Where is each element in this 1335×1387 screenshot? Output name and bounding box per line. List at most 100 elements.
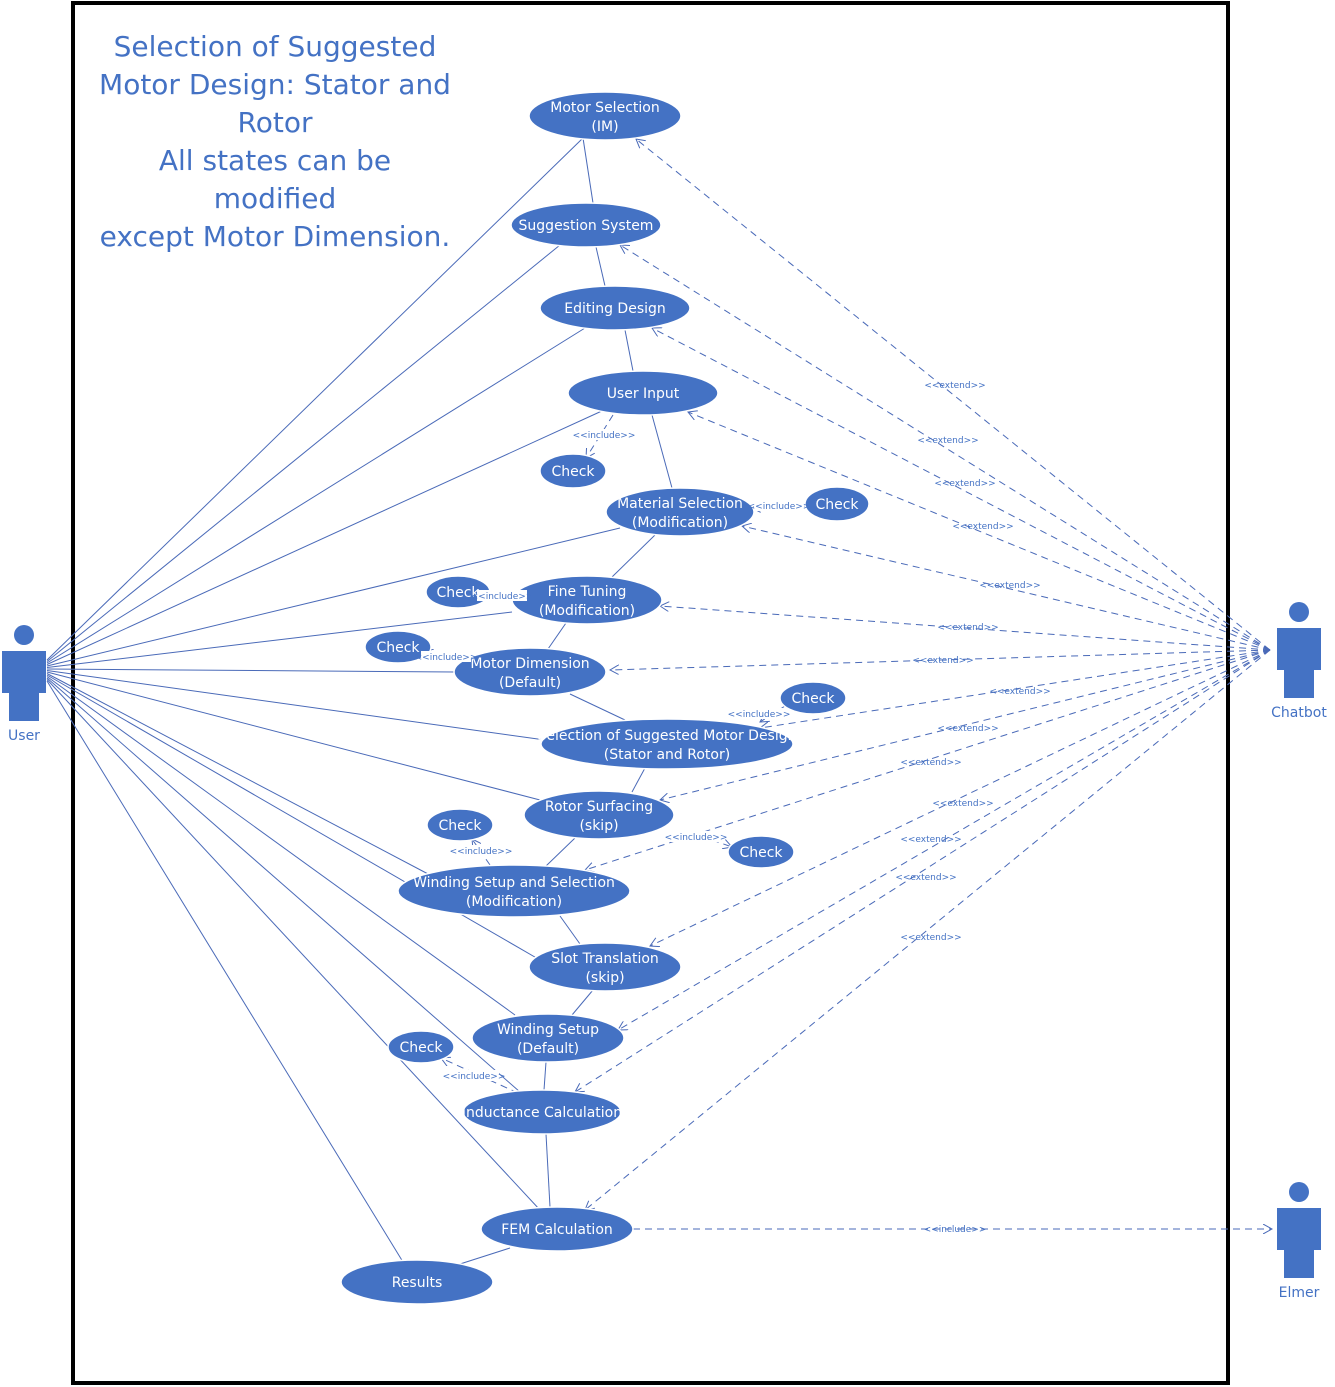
extend-label: <<extend>>: [895, 873, 956, 883]
title-line: All states can be modified: [158, 144, 392, 215]
use-case-label: (Default): [517, 1041, 579, 1057]
use-case-ui[interactable]: User Input: [567, 370, 719, 416]
use-case-rs[interactable]: Rotor Surfacing(skip): [523, 790, 675, 840]
extend-relation: [618, 649, 1271, 1030]
actor-elmer[interactable]: Elmer: [1277, 1182, 1321, 1301]
use-case-ellipse: [510, 202, 662, 248]
extend-label: <<extend>>: [912, 656, 973, 666]
include-label: <<include>>: [924, 1225, 987, 1235]
use-case-ws[interactable]: Winding Setup (Default): [471, 1013, 625, 1063]
use-case-label: User Input: [607, 386, 680, 402]
extend-label: <<extend>>: [900, 933, 961, 943]
use-case-ellipse: [471, 1013, 625, 1063]
user-association: [46, 680, 404, 1263]
user-association: [46, 673, 431, 876]
use-case-label: (Default): [499, 675, 561, 691]
association-rs-wss: [545, 837, 576, 867]
use-case-fem[interactable]: FEM Calculation: [480, 1206, 634, 1252]
actor-head-icon: [1289, 1182, 1309, 1202]
use-case-ellipse: [528, 942, 682, 992]
use-case-label: (IM): [591, 119, 618, 135]
use-case-label: Editing Design: [564, 301, 666, 317]
user-association: [46, 137, 584, 661]
use-case-check[interactable]: Check: [364, 630, 432, 664]
use-case-ellipse: [462, 1089, 622, 1135]
use-case-ed[interactable]: Editing Design: [539, 285, 691, 331]
extend-label: <<extend>>: [924, 381, 985, 391]
include-label: <<include>>: [471, 592, 534, 602]
use-case-check[interactable]: Check: [425, 575, 491, 609]
actor-name: Chatbot: [1271, 705, 1327, 721]
user-association: [46, 327, 586, 664]
actor-name: User: [8, 728, 40, 744]
include-label: <<include>>: [728, 710, 791, 720]
extend-label: <<extend>>: [900, 758, 961, 768]
use-case-ellipse: [539, 453, 607, 489]
use-case-wss[interactable]: Winding Setup and Selection(Modification…: [397, 864, 631, 918]
use-case-check[interactable]: Check: [727, 835, 795, 869]
extend-relation: [620, 245, 1271, 651]
use-case-ind[interactable]: Inductance Calculation: [462, 1089, 622, 1135]
use-case-label: FEM Calculation: [501, 1222, 613, 1238]
association-mat-ft: [611, 534, 656, 578]
use-case-check[interactable]: Check: [387, 1030, 455, 1064]
use-case-label: Motor Dimension: [470, 656, 589, 672]
actor-user[interactable]: User: [2, 625, 46, 744]
use-case-label: Slot Translation: [551, 951, 659, 967]
use-case-label: Suggestion System: [519, 218, 654, 234]
actor-chatbot[interactable]: Chatbot: [1271, 602, 1327, 721]
use-case-label: Winding Setup: [497, 1022, 599, 1038]
use-case-ellipse: [387, 1030, 455, 1064]
use-case-ellipse: [364, 630, 432, 664]
user-association: [46, 671, 541, 801]
use-case-ellipse: [804, 486, 870, 522]
use-case-check[interactable]: Check: [539, 453, 607, 489]
use-case-ellipse: [605, 487, 755, 537]
association-fem-res: [459, 1247, 511, 1265]
use-case-ss[interactable]: Suggestion System: [510, 202, 662, 248]
use-case-check[interactable]: Check: [426, 808, 494, 842]
association-ssmd-rs: [631, 767, 646, 793]
use-case-label: (skip): [585, 970, 624, 986]
include-label: <<include>>: [748, 502, 811, 512]
use-case-label: (skip): [579, 818, 618, 834]
association-ms-ss: [582, 137, 594, 204]
actor-name: Elmer: [1279, 1285, 1320, 1301]
extend-label: <<extend>>: [989, 687, 1050, 697]
extend-label: <<extend>>: [917, 436, 978, 446]
extend-label: <<extend>>: [937, 724, 998, 734]
use-case-mat[interactable]: Material Selection(Modification): [605, 487, 755, 537]
association-ft-md: [547, 622, 567, 650]
use-case-label: Check: [815, 497, 859, 513]
association-ind-fem: [545, 1133, 551, 1208]
use-case-ellipse: [567, 370, 719, 416]
use-case-ms[interactable]: Motor Selection(IM): [528, 91, 682, 141]
use-case-res[interactable]: Results: [340, 1259, 494, 1305]
use-case-label: Selection of Suggested Motor Design: [537, 728, 796, 744]
use-case-ellipse: [528, 91, 682, 141]
diagram-title: Selection of Suggested Motor Design: Sta…: [95, 28, 455, 256]
title-line: except Motor Dimension.: [99, 220, 451, 253]
extend-relation: [575, 649, 1271, 1092]
actor-body-icon: [2, 651, 46, 721]
use-case-check[interactable]: Check: [779, 681, 847, 715]
user-association: [46, 611, 513, 668]
user-association: [46, 677, 521, 1093]
use-case-md[interactable]: Motor Dimension (Default): [453, 647, 607, 697]
extend-label: <<extend>>: [934, 479, 995, 489]
title-line: Rotor: [237, 106, 313, 139]
use-case-ft[interactable]: Fine Tuning(Modification): [511, 575, 663, 625]
use-case-label: (Stator and Rotor): [604, 747, 730, 763]
use-case-ellipse: [779, 681, 847, 715]
use-case-ellipse: [397, 864, 631, 918]
actor-head-icon: [1289, 602, 1309, 622]
use-case-st[interactable]: Slot Translation (skip): [528, 942, 682, 992]
use-case-label: Inductance Calculation: [462, 1105, 622, 1121]
association-wss-st: [559, 915, 581, 945]
use-case-check[interactable]: Check: [804, 486, 870, 522]
actor-body-icon: [1277, 628, 1321, 698]
use-case-ssmd[interactable]: Selection of Suggested Motor Design (Stat…: [537, 718, 797, 770]
extend-relation: [760, 649, 1271, 728]
